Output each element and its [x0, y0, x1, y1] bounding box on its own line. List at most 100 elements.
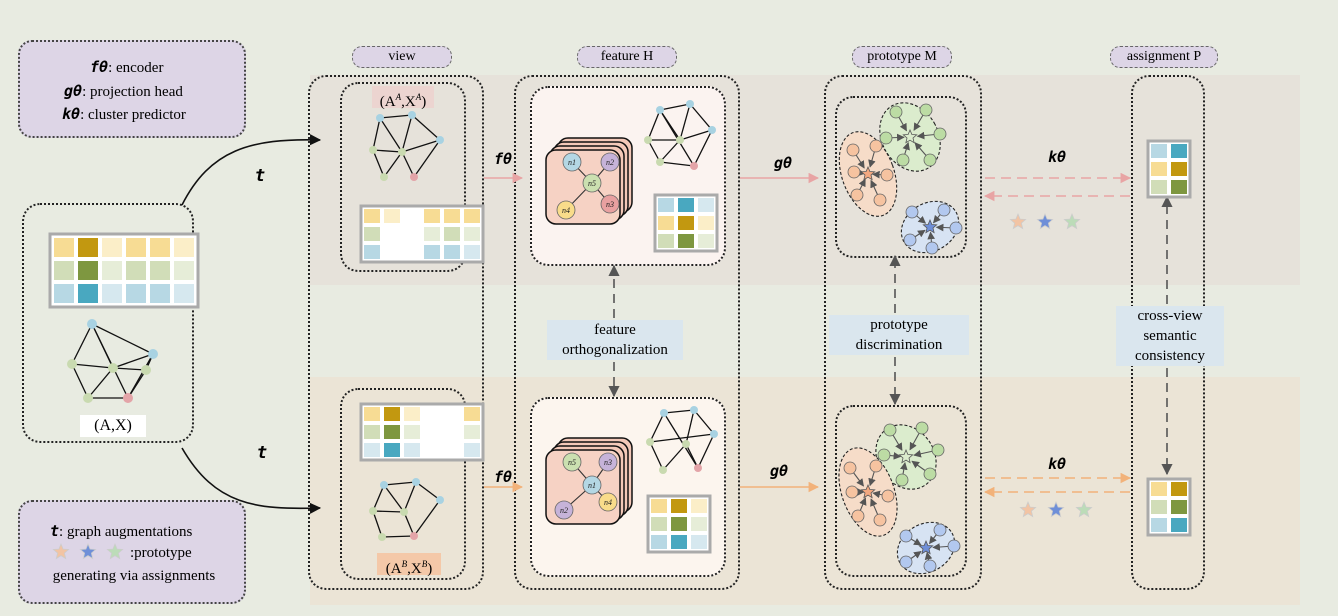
graph-edge	[91, 323, 129, 399]
graph-node	[660, 409, 668, 417]
prototype-star	[860, 165, 876, 181]
assign-bottom-star-green	[1075, 500, 1093, 518]
view-a-box	[340, 82, 466, 272]
feature-column-box	[514, 75, 740, 590]
augmentation-bottom-label: t	[256, 443, 268, 463]
matrix-cell	[678, 216, 694, 230]
aug-symbol: t	[50, 522, 60, 540]
view-a-feature-matrix	[359, 204, 485, 264]
graph-node	[400, 508, 408, 516]
legend-functions: fθ: encoder gθ: projection head kθ: clus…	[18, 40, 246, 138]
feature-a-graph	[644, 100, 716, 170]
graph-node	[378, 533, 386, 541]
cluster-node	[947, 539, 961, 553]
graph-edge	[91, 323, 154, 355]
augmentation-arrow-bottom	[181, 447, 322, 514]
cluster-node	[949, 221, 963, 235]
matrix-cell	[404, 209, 420, 223]
cluster-label: : cluster predictor	[80, 107, 186, 123]
matrix-cell	[1151, 518, 1167, 532]
graph-edge	[413, 499, 441, 537]
cluster-node	[933, 127, 947, 141]
feature-b-graph	[646, 406, 718, 474]
matrix-cell	[384, 425, 400, 439]
cluster-node	[881, 489, 895, 503]
graph-edge	[403, 511, 415, 537]
graph-node	[141, 365, 151, 375]
graph-edge	[403, 481, 417, 513]
graph-node	[410, 532, 418, 540]
graph-edge	[649, 412, 665, 443]
matrix-cell	[174, 284, 194, 303]
embedding-node	[600, 194, 620, 214]
view-b-box	[340, 388, 466, 580]
matrix-cell	[1171, 500, 1187, 514]
graph-node	[108, 363, 118, 373]
matrix-cell	[464, 407, 480, 421]
graph-node	[686, 100, 694, 108]
cluster-node	[931, 443, 945, 457]
input-graph	[67, 319, 158, 403]
matrix-cell	[1151, 162, 1167, 176]
matrix-cell	[464, 209, 480, 223]
cluster-node	[933, 523, 947, 537]
view-b-feature-matrix	[359, 402, 485, 462]
matrix-cell	[444, 209, 460, 223]
matrix-cell	[150, 284, 170, 303]
view-b-graph	[369, 478, 444, 541]
cluster-node	[873, 193, 887, 207]
encoder-top-label: fθ	[493, 150, 513, 168]
cluster-bottom-label: kθ	[1047, 455, 1067, 473]
matrix-cell	[174, 238, 194, 257]
projection-bottom-label: gθ	[769, 462, 789, 480]
matrix-cell	[150, 261, 170, 280]
embedding-node	[598, 452, 618, 472]
feature-b-matrix	[646, 494, 712, 554]
encoder-bottom-label: fθ	[493, 468, 513, 486]
graph-edge	[649, 441, 664, 471]
prototype-star	[922, 218, 938, 234]
graph-edge	[71, 323, 93, 365]
matrix-cell	[1171, 162, 1187, 176]
graph-edge	[659, 139, 681, 163]
cluster-node	[851, 509, 865, 523]
matrix-cell	[1151, 180, 1167, 194]
matrix-cell	[464, 425, 480, 439]
cluster-node	[923, 559, 937, 573]
matrix-cell	[404, 407, 420, 421]
matrix-cell	[424, 425, 440, 439]
matrix-cell	[78, 284, 98, 303]
embedding-node	[598, 492, 618, 512]
matrix-cell	[126, 238, 146, 257]
cluster-node	[903, 233, 917, 247]
matrix-cell	[444, 443, 460, 457]
assign-top-star-blue	[1036, 212, 1054, 230]
embedding-node-label: n2	[606, 158, 614, 167]
matrix-cell	[404, 443, 420, 457]
graph-node	[656, 158, 664, 166]
matrix-cell	[671, 517, 687, 531]
cluster-node	[847, 165, 861, 179]
cluster-node	[877, 448, 891, 462]
matrix-cell	[424, 209, 440, 223]
matrix-cell	[102, 238, 122, 257]
graph-edge	[685, 443, 699, 469]
embedding-node	[582, 173, 602, 193]
cluster-node	[925, 241, 939, 255]
graph-node	[676, 136, 684, 144]
matrix-cell	[698, 198, 714, 212]
prototype-stars	[52, 212, 1093, 560]
matrix-cell	[464, 245, 480, 259]
projection-label: : projection head	[82, 84, 183, 100]
graph-edge	[372, 149, 403, 153]
proto-legend-label: :prototype	[130, 545, 192, 561]
graph-node	[148, 349, 158, 359]
graph-node	[376, 114, 384, 122]
view-a-label: (AA,XA)	[372, 86, 434, 110]
view-a-graph	[369, 111, 444, 181]
graph-node	[436, 496, 444, 504]
graph-edge	[383, 151, 403, 178]
prototype-star	[902, 128, 918, 144]
embedding-node	[562, 152, 582, 172]
